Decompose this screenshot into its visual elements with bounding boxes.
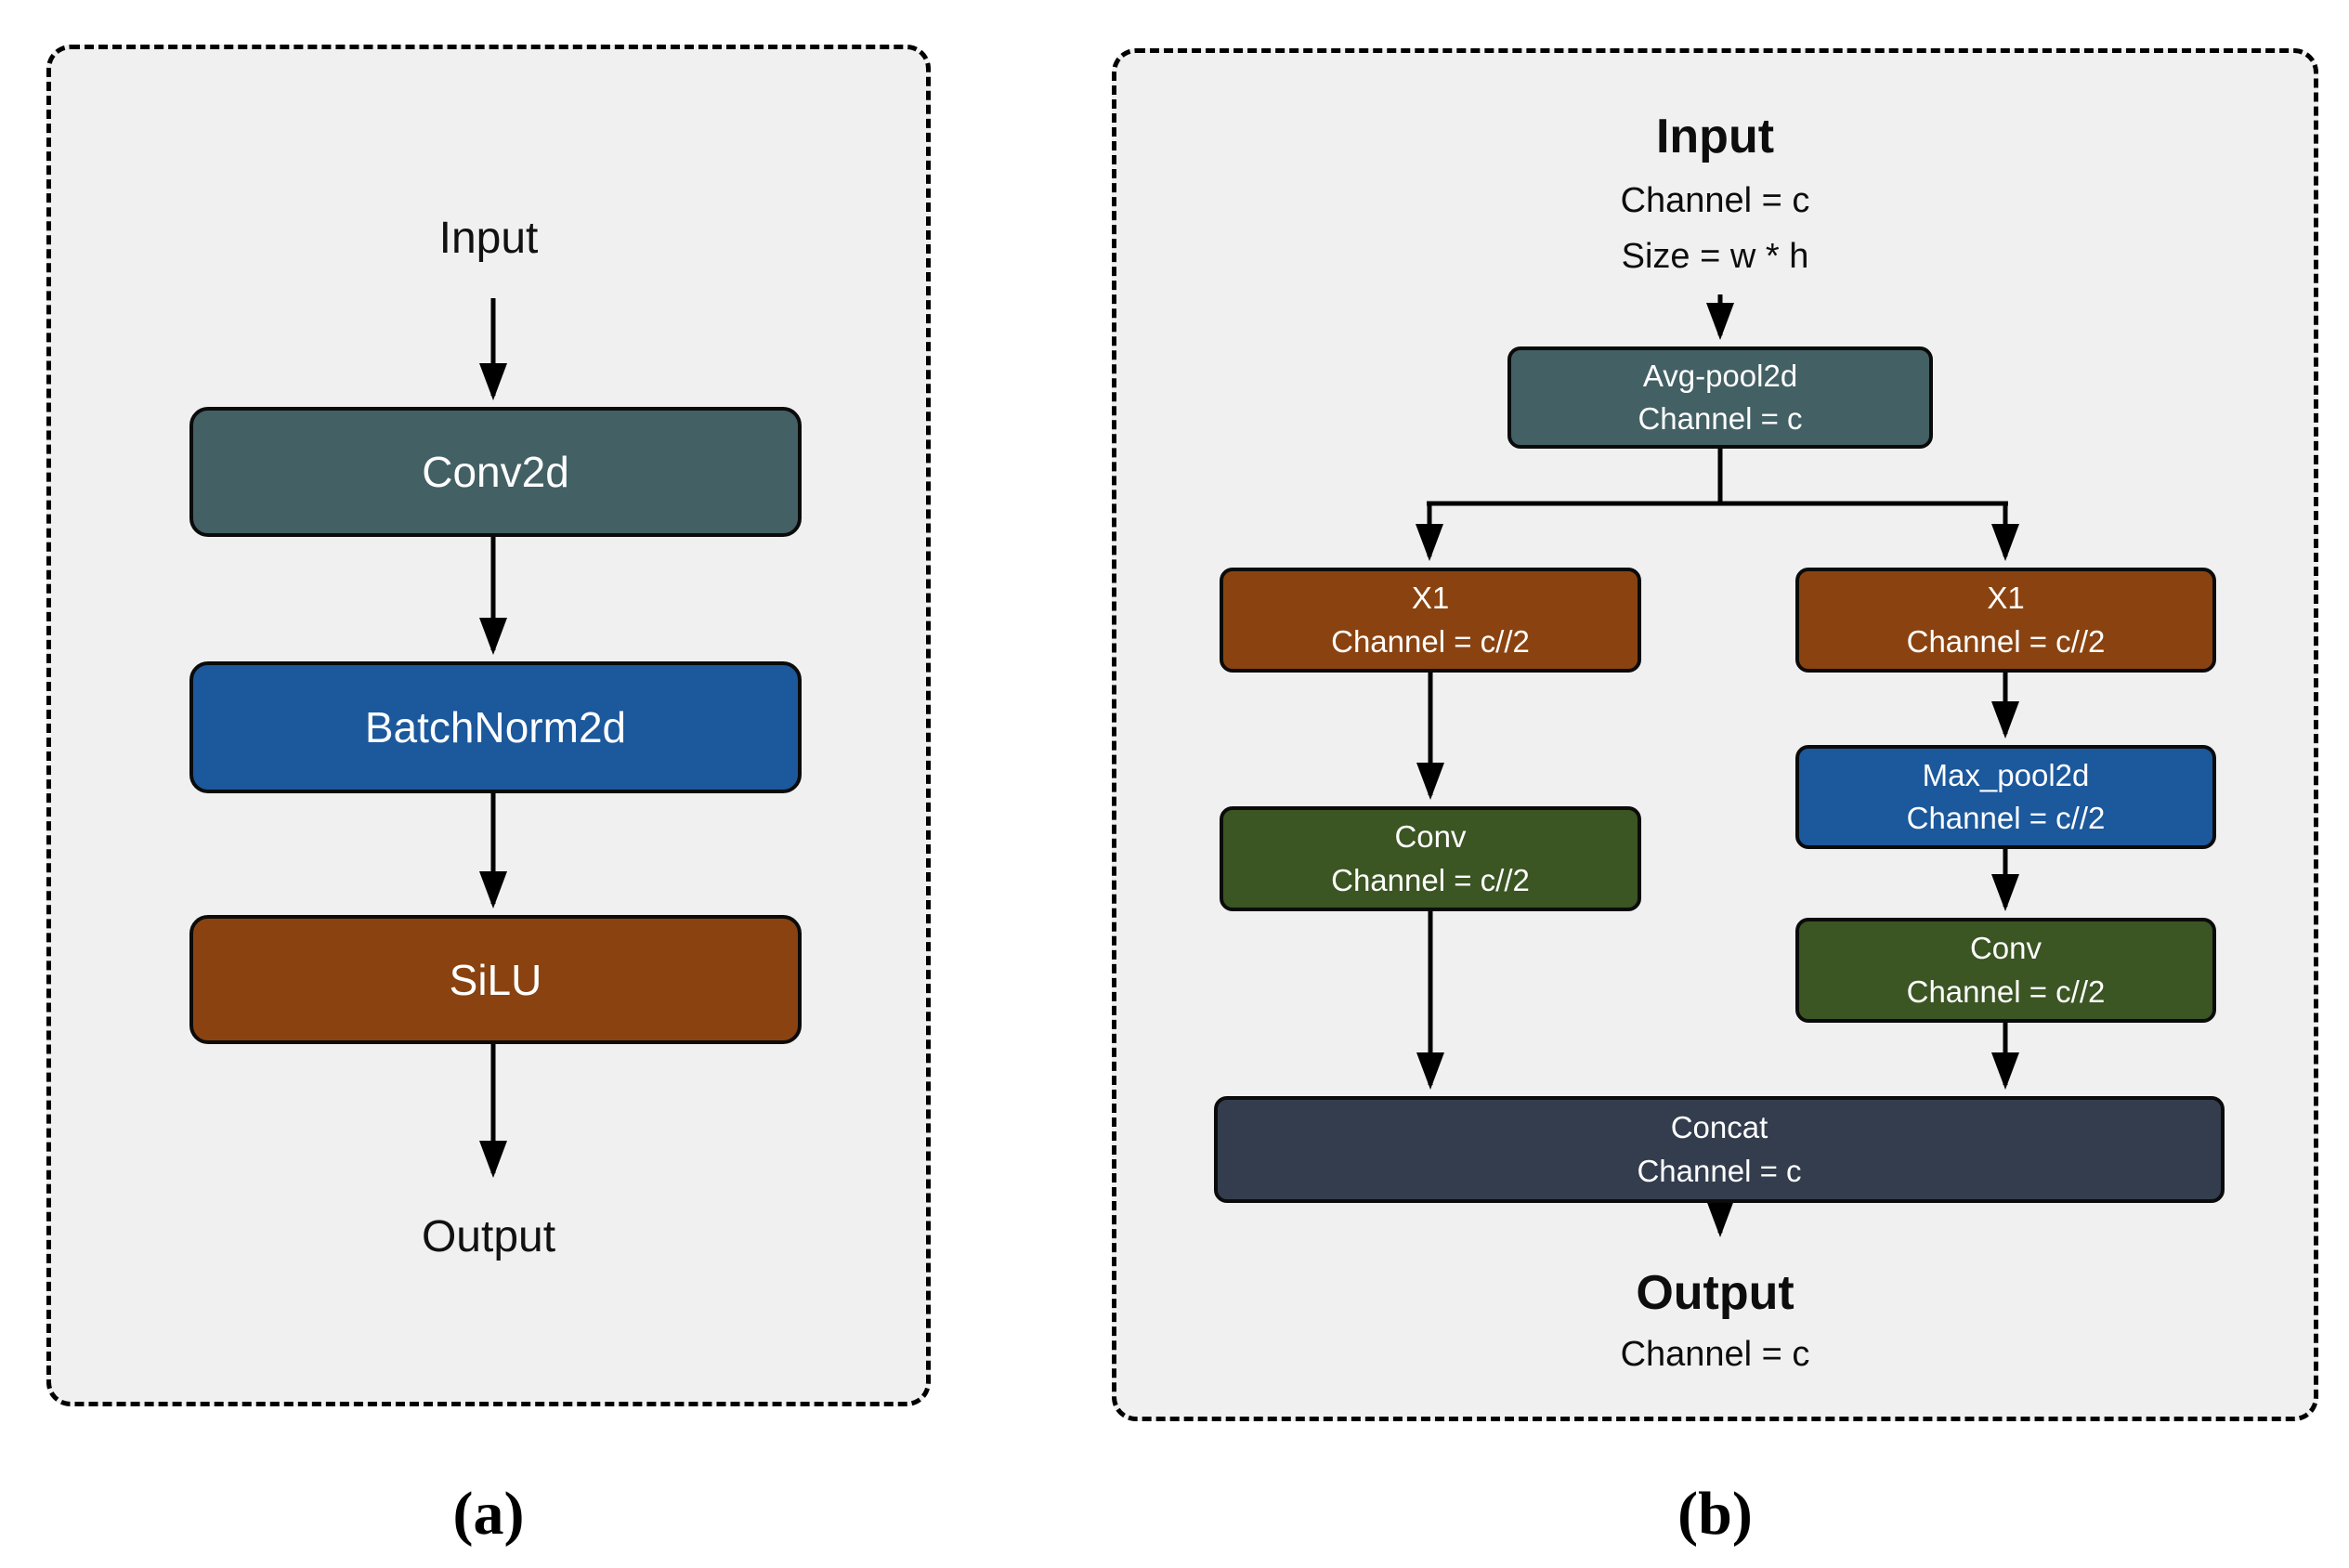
- node-avg-pool2d: Avg-pool2d Channel = c: [1507, 346, 1933, 449]
- node-label: Conv: [1969, 931, 2042, 966]
- node-concat: Concat Channel = c: [1214, 1096, 2225, 1203]
- input-size-label: Size = w * h: [1621, 237, 1809, 276]
- node-label: Concat: [1670, 1110, 1768, 1145]
- output-label: Output: [421, 1212, 556, 1261]
- caption-a: (a): [452, 1480, 525, 1548]
- node-max-pool2d: Max_pool2d Channel = c//2: [1795, 745, 2216, 849]
- node-x1-right: X1 Channel = c//2: [1795, 568, 2216, 673]
- input-label: Input: [438, 214, 539, 263]
- node-sublabel: Channel = c//2: [1906, 801, 2106, 835]
- node-label: X1: [1987, 581, 2025, 616]
- output-channel-label: Channel = c: [1620, 1335, 1810, 1374]
- node-sublabel: Channel = c//2: [1331, 862, 1530, 897]
- node-conv2d: Conv2d: [189, 407, 802, 537]
- node-label: X1: [1411, 581, 1450, 616]
- panel-a: Input Conv2d BatchNorm2d SiLU Output: [46, 45, 931, 1406]
- node-sublabel: Channel = c//2: [1906, 973, 2106, 1009]
- node-sublabel: Channel = c: [1637, 1153, 1802, 1188]
- node-sublabel: Channel = c: [1638, 401, 1803, 436]
- node-x1-left: X1 Channel = c//2: [1220, 568, 1641, 673]
- output-title: Output: [1636, 1266, 1794, 1320]
- panel-b: Input Channel = c Size = w * h Avg-pool2…: [1112, 48, 2318, 1421]
- node-conv-left: Conv Channel = c//2: [1220, 806, 1641, 911]
- node-silu: SiLU: [189, 915, 802, 1044]
- input-channel-label: Channel = c: [1620, 181, 1810, 220]
- node-conv-right: Conv Channel = c//2: [1795, 918, 2216, 1023]
- node-sublabel: Channel = c//2: [1331, 623, 1530, 659]
- node-label: Avg-pool2d: [1642, 358, 1798, 393]
- input-title: Input: [1655, 110, 1775, 163]
- node-batchnorm2d: BatchNorm2d: [189, 661, 802, 793]
- node-label: Max_pool2d: [1922, 757, 2090, 792]
- caption-b: (b): [1677, 1480, 1753, 1548]
- node-sublabel: Channel = c//2: [1906, 623, 2106, 659]
- node-label: Conv: [1394, 819, 1467, 855]
